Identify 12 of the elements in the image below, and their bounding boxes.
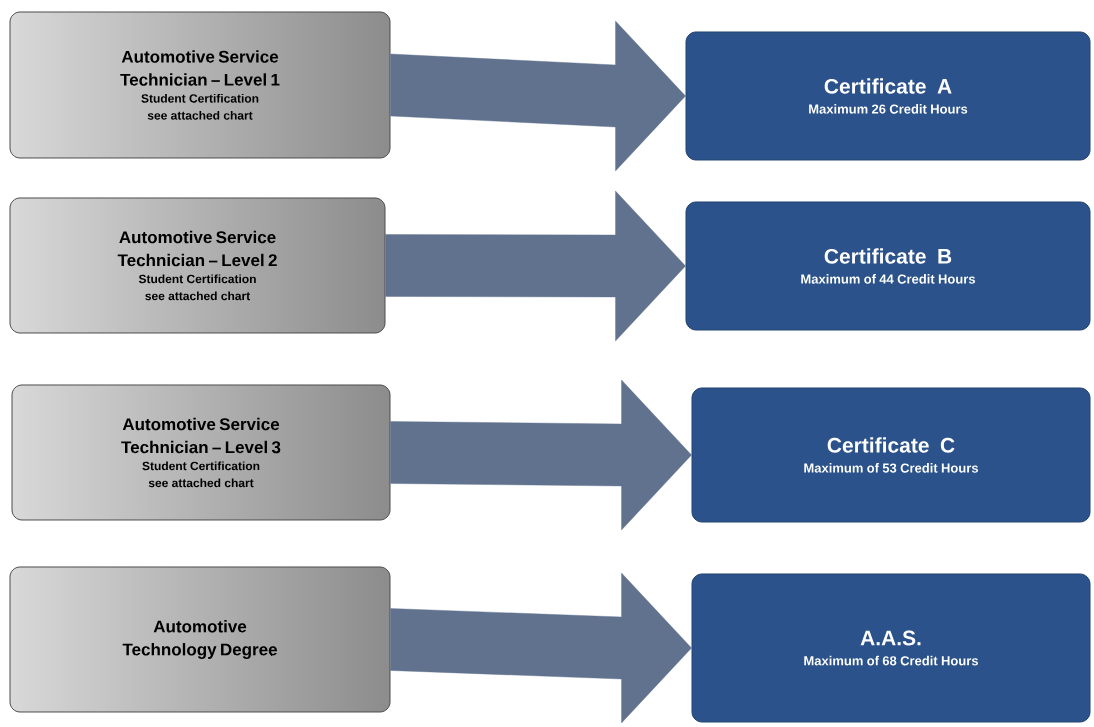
credential-box: Certificate A Maximum 26 Credit Hours <box>685 31 1091 161</box>
block-arrow <box>385 190 686 342</box>
credential-box: Certificate C Maximum of 53 Credit Hours <box>691 387 1091 523</box>
course-box: Automotive Service Technician – Level 3 Student Certification see attached chart <box>11 384 391 521</box>
block-arrow <box>390 20 686 172</box>
block-arrow <box>390 379 692 531</box>
block-arrow <box>390 572 692 724</box>
credential-box: Certificate B Maximum of 44 Credit Hours <box>685 201 1091 331</box>
credential-box: A.A.S. Maximum of 68 Credit Hours <box>691 573 1091 723</box>
course-box: Automotive Technology Degree <box>9 566 391 713</box>
course-box: Automotive Service Technician – Level 2 Student Certification see attached chart <box>9 197 386 334</box>
course-box: Automotive Service Technician – Level 1 Student Certification see attached chart <box>9 11 391 159</box>
